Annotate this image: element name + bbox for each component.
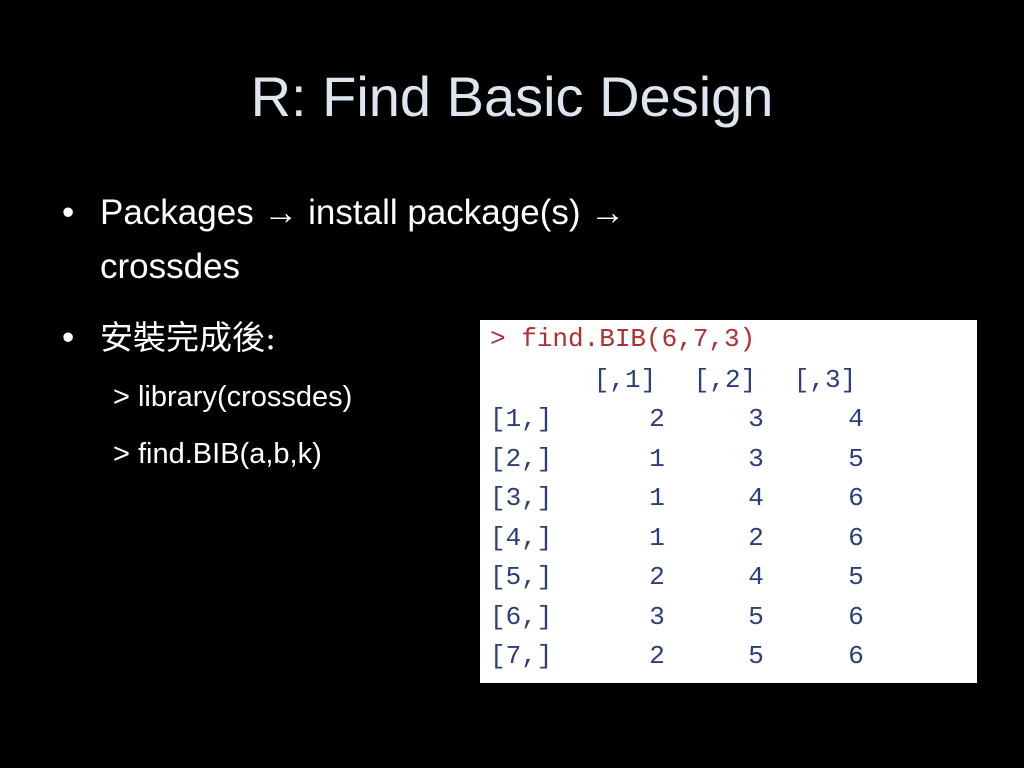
cell: 4 — [848, 404, 864, 434]
cell: 1 — [649, 523, 665, 553]
cell: 3 — [649, 602, 665, 632]
cell: 3 — [748, 444, 764, 474]
row-label: [4,] — [490, 523, 553, 553]
cell: 5 — [848, 562, 864, 592]
cell: 5 — [748, 602, 764, 632]
row-label: [3,] — [490, 483, 553, 513]
bullet-packages: • Packages → install package(s) → crossd… — [62, 186, 822, 296]
table-row: [6,] 3 5 6 — [490, 597, 970, 637]
cell: 6 — [848, 483, 864, 513]
slide-title: R: Find Basic Design — [250, 65, 774, 128]
table-row: [1,] 2 3 4 — [490, 399, 970, 439]
row-label: [7,] — [490, 641, 553, 671]
cell: 1 — [649, 483, 665, 513]
col-header-1: [,1] — [593, 365, 657, 395]
bullet-text-line-1: Packages → install package(s) → — [100, 193, 626, 232]
bullet-marker: • — [62, 193, 75, 232]
bullet-marker: • — [62, 318, 75, 357]
cell: 2 — [748, 523, 764, 553]
cell: 2 — [649, 562, 665, 592]
table-row: [4,] 1 2 6 — [490, 518, 970, 558]
bullet-text: 安裝完成後: — [100, 318, 277, 357]
cell: 5 — [748, 641, 764, 671]
code-find-bib: > find.BIB(a,b,k) — [113, 438, 322, 470]
row-label: [5,] — [490, 562, 553, 592]
cell: 6 — [848, 602, 864, 632]
cell: 5 — [848, 444, 864, 474]
cell: 4 — [748, 483, 764, 513]
cell: 3 — [748, 404, 764, 434]
cell: 6 — [848, 523, 864, 553]
table-row: [3,] 1 4 6 — [490, 478, 970, 518]
row-label: [1,] — [490, 404, 553, 434]
table-row: [2,] 1 3 5 — [490, 439, 970, 479]
console-header-row: [,1] [,2] [,3] — [490, 360, 970, 400]
r-console-output: > find.BIB(6,7,3) [,1] [,2] [,3] [1,] 2 … — [480, 320, 977, 683]
cell: 4 — [748, 562, 764, 592]
console-command: > find.BIB(6,7,3) — [490, 324, 756, 354]
row-label: [6,] — [490, 602, 553, 632]
cell: 6 — [848, 641, 864, 671]
cell: 2 — [649, 404, 665, 434]
row-label: [2,] — [490, 444, 553, 474]
bullet-after-install: • 安裝完成後: — [62, 311, 402, 365]
cell: 2 — [649, 641, 665, 671]
bullet-text-line-2: crossdes — [100, 247, 241, 286]
table-row: [5,] 2 4 5 — [490, 557, 970, 597]
col-header-2: [,2] — [693, 365, 757, 395]
code-library-crossdes: > library(crossdes) — [113, 381, 353, 413]
table-row: [7,] 2 5 6 — [490, 636, 970, 676]
cell: 1 — [649, 444, 665, 474]
col-header-3: [,3] — [793, 365, 857, 395]
